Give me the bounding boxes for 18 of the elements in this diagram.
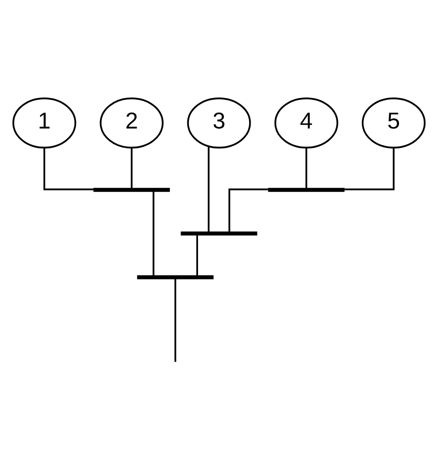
connector	[196, 234, 198, 276]
connector	[130, 147, 133, 188]
connector	[228, 188, 269, 232]
node-bar	[137, 274, 214, 279]
connector	[152, 190, 154, 276]
connector	[174, 278, 176, 362]
connector	[208, 146, 210, 232]
node-ellipse: 2	[100, 97, 164, 148]
node-ellipse: 3	[187, 97, 251, 148]
node-ellipse: 4	[274, 97, 338, 148]
node-bar	[180, 231, 258, 236]
connector	[344, 147, 395, 190]
node-bar	[268, 187, 345, 192]
connector	[305, 147, 308, 188]
connector	[43, 147, 94, 190]
node-ellipse: 1	[12, 97, 76, 148]
node-bar	[93, 187, 170, 192]
node-ellipse: 5	[362, 97, 426, 148]
